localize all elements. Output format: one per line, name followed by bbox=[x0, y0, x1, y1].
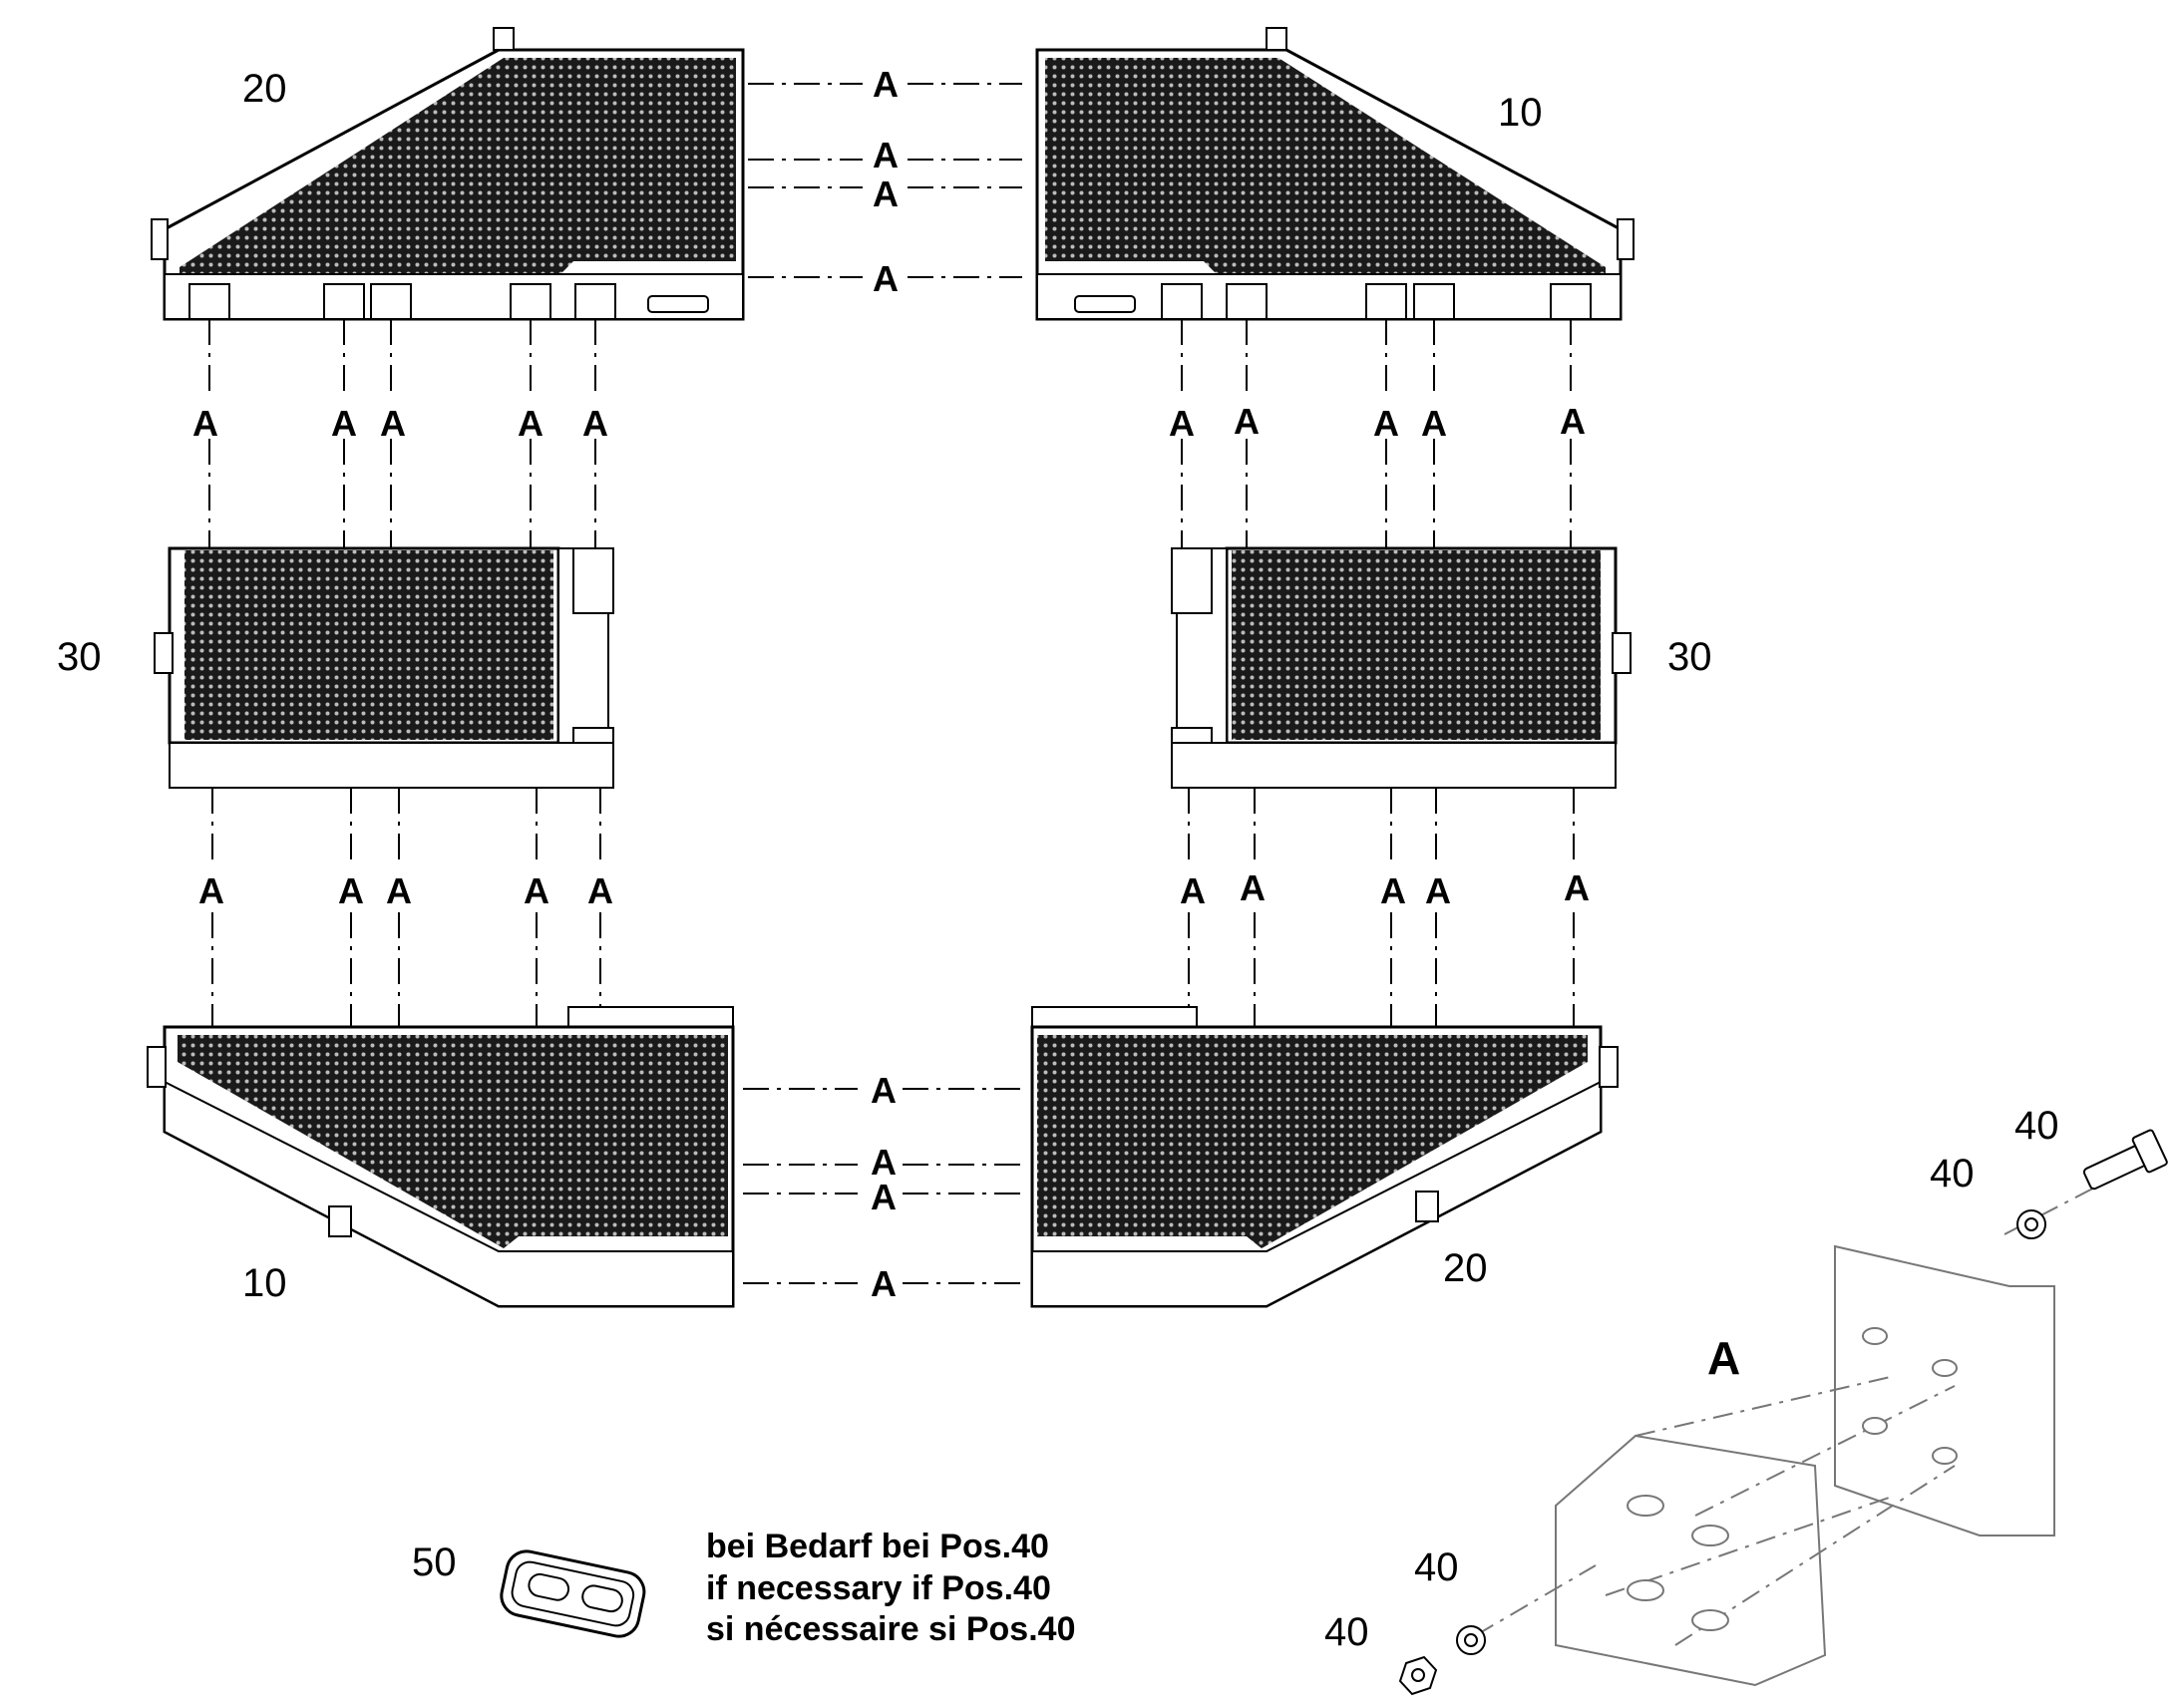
connection-label-a-8: A bbox=[1373, 403, 1399, 444]
detail-a-label: A bbox=[1707, 1332, 1740, 1384]
connection-label-a-26: A bbox=[871, 1142, 897, 1183]
connection-label-a-13: A bbox=[386, 870, 412, 911]
connection-label-a-1: A bbox=[192, 403, 218, 444]
callout-bolt: 40 bbox=[2014, 1104, 2059, 1148]
bolt bbox=[2082, 1129, 2168, 1191]
connection-label-a-16: A bbox=[1180, 870, 1206, 911]
position-callouts: 20 10 30 30 10 20 40 40 40 40 50 bbox=[57, 67, 2059, 1654]
callout-bottom-left: 10 bbox=[242, 1261, 287, 1305]
note-fr: si nécessaire si Pos.40 bbox=[706, 1610, 1075, 1648]
callout-mid-right: 30 bbox=[1667, 635, 1712, 679]
note-de: bei Bedarf bei Pos.40 bbox=[706, 1528, 1049, 1565]
connection-label-a-15: A bbox=[587, 870, 613, 911]
connection-lines bbox=[208, 83, 1575, 1284]
callout-top-left: 20 bbox=[242, 67, 287, 111]
connection-label-a-24: A bbox=[873, 258, 899, 299]
connection-label-a-14: A bbox=[524, 870, 549, 911]
step-bottom-left bbox=[147, 1006, 735, 1308]
step-middle-right bbox=[1171, 546, 1632, 789]
connection-label-a-17: A bbox=[1240, 867, 1266, 908]
connection-label-a-27: A bbox=[871, 1177, 897, 1217]
connection-label-a-19: A bbox=[1425, 870, 1451, 911]
mounting-tabs-top-right bbox=[1074, 283, 1592, 320]
connection-label-a-18: A bbox=[1380, 870, 1406, 911]
detail-a: A bbox=[1398, 1129, 2168, 1696]
mounting-tabs-top-left bbox=[188, 283, 709, 320]
note: bei Bedarf bei Pos.40 if necessary if Po… bbox=[706, 1528, 1075, 1648]
spacer-plate bbox=[500, 1549, 646, 1638]
connection-label-a-28: A bbox=[871, 1263, 897, 1304]
note-en: if necessary if Pos.40 bbox=[706, 1569, 1051, 1607]
callout-spacer: 50 bbox=[412, 1540, 457, 1584]
connection-label-a-6: A bbox=[1169, 403, 1195, 444]
connection-label-a-20: A bbox=[1564, 867, 1590, 908]
connection-label-a-7: A bbox=[1234, 401, 1260, 442]
connection-label-a-22: A bbox=[873, 135, 899, 175]
callout-washer-bottom: 40 bbox=[1414, 1545, 1459, 1589]
connection-label-a-21: A bbox=[873, 64, 899, 105]
connection-label-a-2: A bbox=[331, 403, 357, 444]
step-bottom-right bbox=[1030, 1006, 1619, 1308]
connection-label-a-5: A bbox=[582, 403, 608, 444]
connection-label-a-23: A bbox=[873, 173, 899, 214]
connection-label-a-10: A bbox=[1560, 401, 1586, 442]
callout-mid-left: 30 bbox=[57, 635, 102, 679]
callout-top-right: 10 bbox=[1498, 91, 1543, 135]
connection-label-a-4: A bbox=[518, 403, 544, 444]
connection-label-a-11: A bbox=[198, 870, 224, 911]
connection-label-a-3: A bbox=[380, 403, 406, 444]
connection-label-a-9: A bbox=[1421, 403, 1447, 444]
connection-label-a-12: A bbox=[338, 870, 364, 911]
callout-washer-top: 40 bbox=[1930, 1152, 1975, 1196]
connection-label-a-25: A bbox=[871, 1070, 897, 1111]
callout-bottom-right: 20 bbox=[1443, 1246, 1488, 1290]
step-middle-left bbox=[154, 546, 614, 789]
connection-labels: A A A A A A A A A A A A A A A A A A A A … bbox=[192, 64, 1590, 1304]
step-top-right bbox=[1035, 27, 1635, 321]
callout-nut: 40 bbox=[1324, 1610, 1369, 1654]
step-top-left bbox=[151, 27, 745, 321]
